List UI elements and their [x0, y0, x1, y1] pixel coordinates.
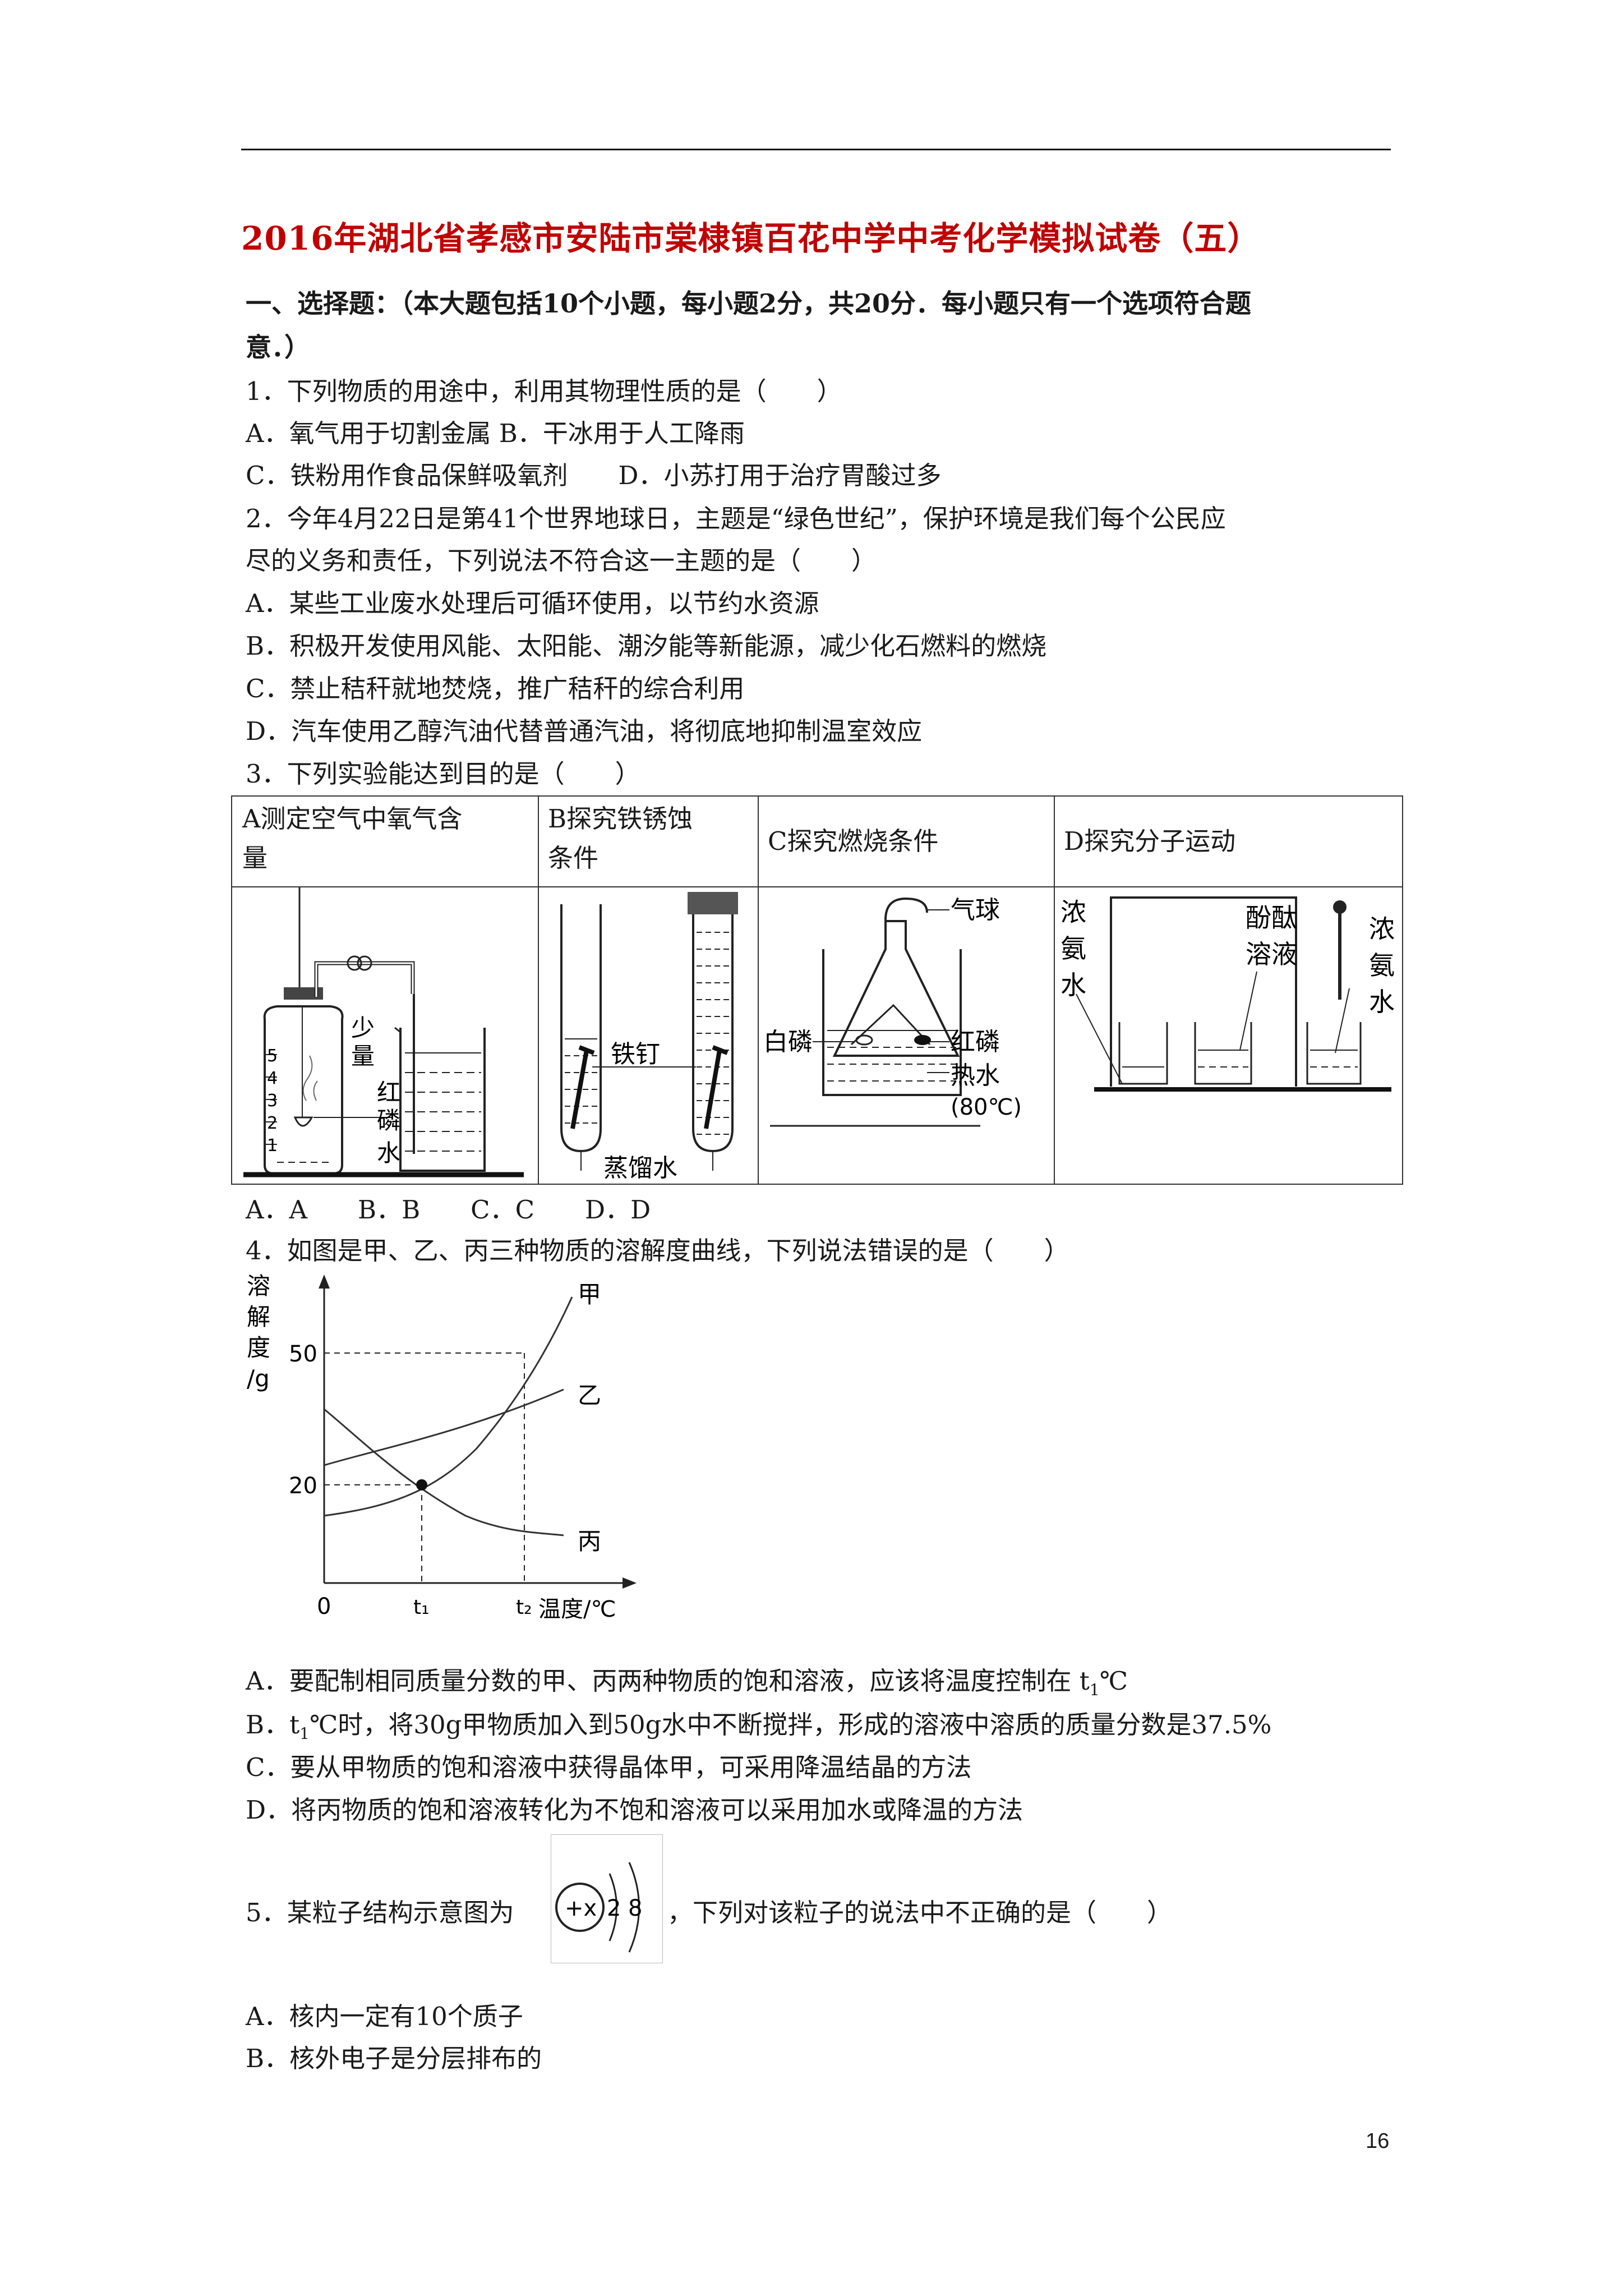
jar-mark-4: 4 [267, 1069, 278, 1088]
jar-mark-1: 1 [267, 1136, 278, 1156]
q1-options-ab: A．氧气用于切割金属 B．干冰用于人工降雨 [246, 418, 745, 448]
label-honglin: 红磷 [951, 1028, 1000, 1056]
nucleus-charge: +x [565, 1895, 597, 1921]
x-tick-t1: t₁ [413, 1596, 430, 1619]
figure-a-oxygen-apparatus: 5 4 3 2 1 少 量 红 磷 水 [243, 887, 524, 1177]
table-col-divider [538, 797, 539, 1184]
q2-option-d: D．汽车使用乙醇汽油代替普通汽油，将彻底地抑制温室效应 [246, 716, 923, 746]
y-tick-50: 50 [289, 1341, 317, 1367]
q4-option-b-sub: 1 [299, 1724, 310, 1743]
label-reshui: 热水 [951, 1061, 1000, 1090]
q4-option-a-text: A．要配制相同质量分数的甲、丙两种物质的饱和溶液，应该将温度控制在 t [246, 1666, 1090, 1696]
section-heading-line1: 一、选择题：（本大题包括10个小题，每小题2分，共20分．每小题只有一个选项符合… [246, 288, 1252, 319]
figure-c-combustion: 气球 白磷 红磷 热水 (80℃) [763, 896, 1022, 1127]
q2-stem-line1: 2．今年4月22日是第41个世界地球日，主题是“绿色世纪”，保护环境是我们每个公… [246, 504, 1226, 533]
label-rongye: 溶液 [1246, 939, 1297, 969]
label-bailin: 白磷 [763, 1028, 813, 1056]
jar-mark-5: 5 [267, 1046, 278, 1066]
y-axis-label-unit: /g [247, 1365, 270, 1392]
y-axis-label-jie: 解 [247, 1303, 270, 1331]
label-an-right: 氨 [1369, 950, 1395, 981]
table-head-a-line1: A测定空气中氧气含 [242, 804, 463, 834]
q4-option-a: A．要配制相同质量分数的甲、丙两种物质的饱和溶液，应该将温度控制在 t1℃ [246, 1664, 1128, 1707]
table-col-divider [1054, 797, 1055, 1184]
shell-1-electrons: 2 [607, 1895, 621, 1921]
label-hong: 红 [377, 1079, 400, 1106]
q4-option-d: D．将丙物质的饱和溶液转化为不饱和溶液可以采用加水或降温的方法 [246, 1795, 1023, 1825]
q5-stem-suffix: ，下列对该粒子的说法中不正确的是（ ） [667, 1898, 1173, 1927]
table-head-b-line2: 条件 [548, 843, 599, 873]
q2-stem-line2: 尽的义务和责任，下列说法不符合这一主题的是（ ） [246, 546, 877, 576]
q3-options: A．A B．B C．C D．D [246, 1195, 651, 1225]
table-col-divider [758, 797, 759, 1184]
q3-stem: 3．下列实验能达到目的是（ ） [246, 759, 640, 789]
q5-option-b: B．核外电子是分层排布的 [246, 2044, 542, 2073]
figure-d-molecule-motion: 浓 氨 水 酚酞 溶液 浓 氨 水 [1061, 896, 1395, 1092]
header-rule [241, 149, 1391, 150]
table-head-d: D探究分子运动 [1064, 826, 1236, 856]
label-nong-right: 浓 [1369, 914, 1395, 944]
figure-b-rust-test: 铁钉 蒸馏水 [560, 892, 738, 1182]
q4-option-b-rest: ℃时，将30g甲物质加入到50g水中不断搅拌，形成的溶液中溶质的质量分数是37.… [309, 1710, 1272, 1740]
q2-option-c: C．禁止秸秆就地焚烧，推广秸秆的综合利用 [246, 674, 745, 703]
label-lin: 磷 [377, 1107, 400, 1134]
q4-option-b-text: B．t [246, 1710, 300, 1740]
particle-structure-diagram: +x 2 8 [551, 1834, 663, 1963]
label-tiejiao: 铁钉 [611, 1040, 660, 1069]
q4-option-a-sub: 1 [1089, 1681, 1100, 1699]
label-an-left: 氨 [1061, 933, 1086, 964]
table-head-b-line1: B探究铁锈蚀 [548, 804, 693, 834]
curve-label-yi: 乙 [578, 1382, 601, 1409]
x-tick-origin: 0 [317, 1594, 331, 1619]
jar-mark-2: 2 [267, 1114, 278, 1133]
q4-option-b: B．t1℃时，将30g甲物质加入到50g水中不断搅拌，形成的溶液中溶质的质量分数… [246, 1708, 1271, 1751]
label-fenzhi: 酚酞 [1246, 903, 1297, 933]
y-tick-20: 20 [289, 1473, 317, 1499]
q4-option-c: C．要从甲物质的饱和溶液中获得晶体甲，可采用降温结晶的方法 [246, 1752, 972, 1782]
jar-mark-3: 3 [267, 1091, 278, 1111]
label-temperature: (80℃) [951, 1094, 1022, 1120]
table-head-a-line2: 量 [242, 843, 268, 873]
y-axis-label-du: 度 [247, 1334, 270, 1361]
label-nong-left: 浓 [1061, 897, 1086, 927]
shell-2-electrons: 8 [628, 1895, 642, 1921]
page-number: 16 [1366, 2129, 1390, 2153]
q5-stem-prefix: 5．某粒子结构示意图为 [246, 1898, 514, 1927]
section-heading-line2: 意．） [246, 332, 310, 362]
y-axis-label-rong: 溶 [247, 1272, 270, 1300]
solubility-curve-graph: 溶 解 度 /g 50 20 0 t₁ t₂ 温度/℃ 甲 乙 丙 [247, 1272, 637, 1622]
label-shao: 少 [351, 1014, 375, 1042]
q2-option-a: A．某些工业废水处理后可循环使用，以节约水资源 [246, 588, 819, 618]
q1-options-cd: C．铁粉用作食品保鲜吸氧剂 D．小苏打用于治疗胃酸过多 [246, 461, 942, 490]
x-axis-label: 温度/℃ [538, 1596, 616, 1622]
q1-stem: 1．下列物质的用途中，利用其物理性质的是（ ） [246, 376, 842, 406]
label-liang: 量 [351, 1042, 375, 1070]
q2-option-b: B．积极开发使用风能、太阳能、潮汐能等新能源，减少化石燃料的燃烧 [246, 631, 1047, 661]
curve-label-jia: 甲 [578, 1281, 601, 1308]
exam-title: 2016年湖北省孝感市安陆市棠棣镇百花中学中考化学模拟试卷（五） [241, 219, 1261, 257]
q3-experiment-table: A测定空气中氧气含 量 B探究铁锈蚀 条件 C探究燃烧条件 D探究分子运动 5 … [231, 795, 1403, 1185]
x-tick-t2: t₂ [516, 1596, 532, 1619]
table-head-c: C探究燃烧条件 [768, 826, 939, 856]
label-qiqiu: 气球 [951, 896, 1000, 924]
q4-stem: 4．如图是甲、乙、丙三种物质的溶解度曲线，下列说法错误的是（ ） [246, 1236, 1069, 1266]
q5-option-a: A．核内一定有10个质子 [246, 2001, 523, 2031]
label-shui-left: 水 [1061, 970, 1086, 1000]
curve-label-bing: 丙 [578, 1527, 601, 1555]
q4-option-a-unit: ℃ [1099, 1666, 1128, 1696]
label-shui: 水 [377, 1139, 400, 1167]
label-zhengliushui: 蒸馏水 [603, 1154, 677, 1182]
table-header-divider [232, 886, 1402, 887]
label-shui-right: 水 [1369, 987, 1395, 1017]
